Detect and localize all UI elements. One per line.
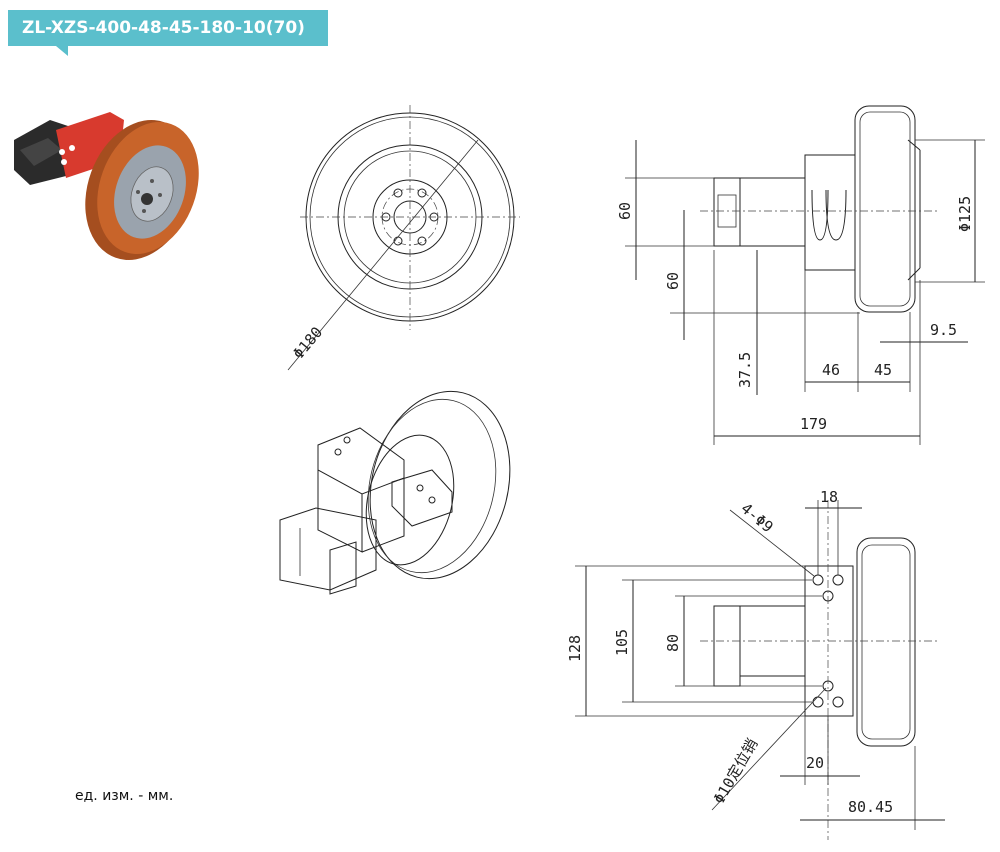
dim-h45: 45 <box>874 361 892 379</box>
badge-tail <box>56 46 68 56</box>
dim-v80: 80 <box>664 634 682 652</box>
side-view: 60 60 37.5 Φ125 46 45 9.5 179 <box>616 105 985 445</box>
isometric-view <box>279 390 511 595</box>
model-title-badge: ZL-XZS-400-48-45-180-10(70) <box>8 10 328 46</box>
dim-h179: 179 <box>800 415 827 433</box>
dim-v37-5: 37.5 <box>736 352 754 388</box>
dim-d180: Φ180 <box>289 323 326 362</box>
dim-v60b: 60 <box>664 272 682 290</box>
model-title: ZL-XZS-400-48-45-180-10(70) <box>22 18 305 38</box>
dim-v128: 128 <box>566 635 584 662</box>
dim-h46: 46 <box>822 361 840 379</box>
dim-pin: Φ10定位销 <box>710 736 762 807</box>
dim-holes: 4-Φ9 <box>737 499 776 536</box>
top-view: 18 4-Φ9 128 105 80 20 Φ10定位销 80.45 <box>566 488 945 840</box>
front-view: Φ180 <box>287 105 520 371</box>
dim-v105: 105 <box>613 629 631 656</box>
dim-v60a: 60 <box>616 202 634 220</box>
dim-h80-45: 80.45 <box>848 798 893 816</box>
units-note: ед. изм. - мм. <box>75 788 174 804</box>
dim-d125: Φ125 <box>956 196 974 232</box>
product-render <box>14 112 199 260</box>
dim-h20: 20 <box>806 754 824 772</box>
dim-h18: 18 <box>820 488 838 506</box>
dim-h9-5: 9.5 <box>930 321 957 339</box>
